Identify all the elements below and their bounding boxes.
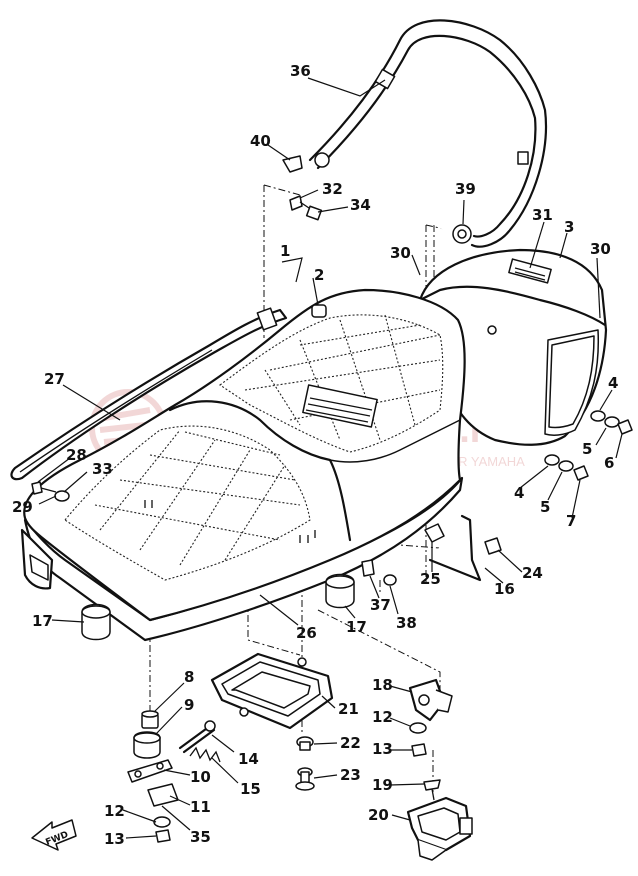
callout-10: 10: [190, 768, 211, 786]
callout-5b: 5: [540, 498, 550, 516]
callout-18: 18: [372, 676, 393, 694]
callout-labels: 36 40 32 34 39 31 3 30 30 1 2 27 28 33 2…: [12, 62, 618, 848]
callout-13a: 13: [104, 830, 125, 848]
callout-17b: 17: [346, 618, 367, 636]
callout-15: 15: [240, 780, 261, 798]
leader-lines: [37, 77, 623, 839]
callout-14: 14: [238, 750, 259, 768]
callout-29: 29: [12, 498, 33, 516]
callout-24: 24: [522, 564, 543, 582]
callout-11: 11: [190, 798, 211, 816]
callout-4b: 4: [514, 484, 524, 502]
callout-6: 6: [604, 454, 614, 472]
callout-4a: 4: [608, 374, 618, 392]
callout-39: 39: [455, 180, 476, 198]
callout-20: 20: [368, 806, 389, 824]
fasteners: [31, 155, 633, 641]
callout-40: 40: [250, 132, 271, 150]
grab-bar: [308, 19, 547, 248]
seat-cushion: [23, 288, 466, 622]
callout-35: 35: [190, 828, 211, 846]
callout-32: 32: [322, 180, 343, 198]
callout-2: 2: [314, 266, 324, 284]
callout-13b: 13: [372, 740, 393, 758]
callout-16: 16: [494, 580, 515, 598]
callout-1: 1: [280, 242, 290, 260]
callout-9: 9: [184, 696, 194, 714]
callout-21: 21: [338, 700, 359, 718]
lower-hardware: FWD: [31, 652, 473, 861]
callout-27: 27: [44, 370, 65, 388]
callout-12b: 12: [372, 708, 393, 726]
callout-36: 36: [290, 62, 311, 80]
callout-17a: 17: [32, 612, 53, 630]
callout-34: 34: [350, 196, 371, 214]
callout-31: 31: [532, 206, 553, 224]
callout-7: 7: [566, 512, 576, 530]
callout-30a: 30: [390, 244, 411, 262]
tail-cowl: [418, 248, 608, 446]
callout-19: 19: [372, 776, 393, 794]
callout-8: 8: [184, 668, 194, 686]
callout-26: 26: [296, 624, 317, 642]
callout-25: 25: [420, 570, 441, 588]
callout-12a: 12: [104, 802, 125, 820]
callout-38: 38: [396, 614, 417, 632]
callout-22: 22: [340, 734, 361, 752]
callout-37: 37: [370, 596, 391, 614]
callout-5a: 5: [582, 440, 592, 458]
callout-28: 28: [66, 446, 87, 464]
callout-23: 23: [340, 766, 361, 784]
seat-trim-strip: [10, 307, 288, 481]
callout-30b: 30: [590, 240, 611, 258]
fwd-arrow-icon: FWD: [31, 819, 77, 851]
callout-3: 3: [564, 218, 574, 236]
callout-33: 33: [92, 460, 113, 478]
